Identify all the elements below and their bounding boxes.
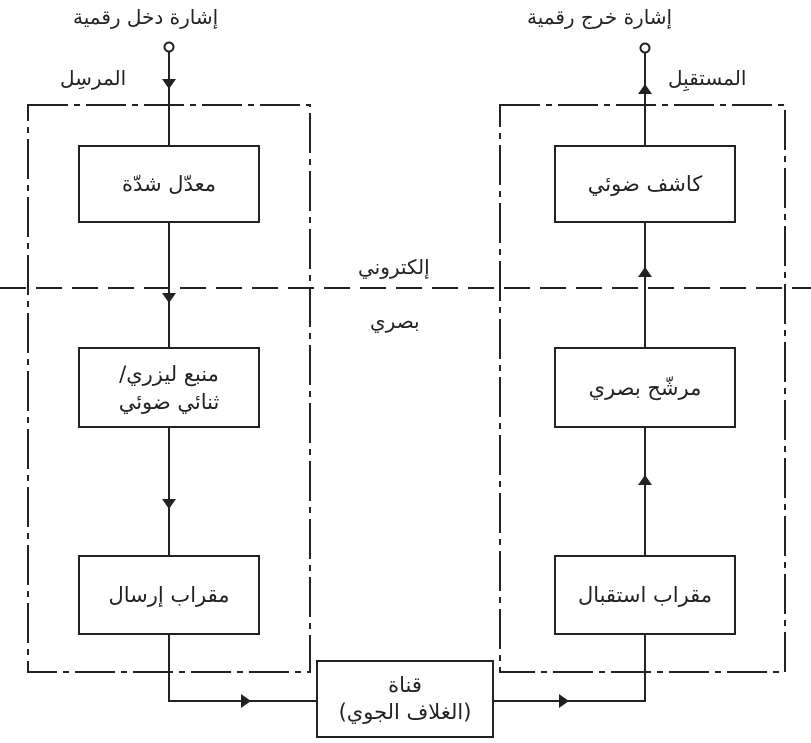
input-signal-label: إشارة دخل رقمية [73, 5, 219, 29]
intensity-modulator-block: معدّل شدّة [78, 145, 260, 223]
photodetector-block: كاشف ضوئي [554, 145, 736, 223]
output-terminal [639, 42, 651, 54]
tx-to-channel-line [168, 635, 251, 708]
input-terminal [163, 41, 175, 53]
channel-label-line1: قناة [388, 673, 422, 697]
optical-label: بصري [370, 309, 420, 333]
transmitter-frame [27, 104, 311, 673]
transmitter-label: المرسِل [60, 66, 127, 90]
intensity-modulator-label: معدّل شدّة [122, 172, 216, 196]
channel-label-line2: (الغلاف الجوي) [338, 700, 472, 724]
receiver-frame [499, 104, 786, 673]
receive-telescope-label: مقراب استقبال [577, 583, 713, 607]
transmit-telescope-block: مقراب إرسال [78, 555, 260, 635]
laser-source-label-line1: منبع ليزري/ [119, 361, 219, 386]
electronic-label: إلكتروني [358, 255, 430, 279]
optical-filter-block: مرشّح بصري [554, 347, 736, 428]
laser-source-label-line2: ثنائي ضوئي [118, 389, 220, 414]
laser-source-block: منبع ليزري/ ثنائي ضوئي [78, 347, 260, 428]
output-signal-label: إشارة خرج رقمية [527, 5, 673, 29]
receiver-label: المستقبِل [668, 66, 747, 90]
photodetector-label: كاشف ضوئي [587, 172, 703, 196]
receive-telescope-block: مقراب استقبال [554, 555, 736, 635]
channel-block: قناة (الغلاف الجوي) [316, 660, 494, 738]
optical-filter-label: مرشّح بصري [588, 375, 702, 400]
transmit-telescope-label: مقراب إرسال [108, 583, 230, 607]
